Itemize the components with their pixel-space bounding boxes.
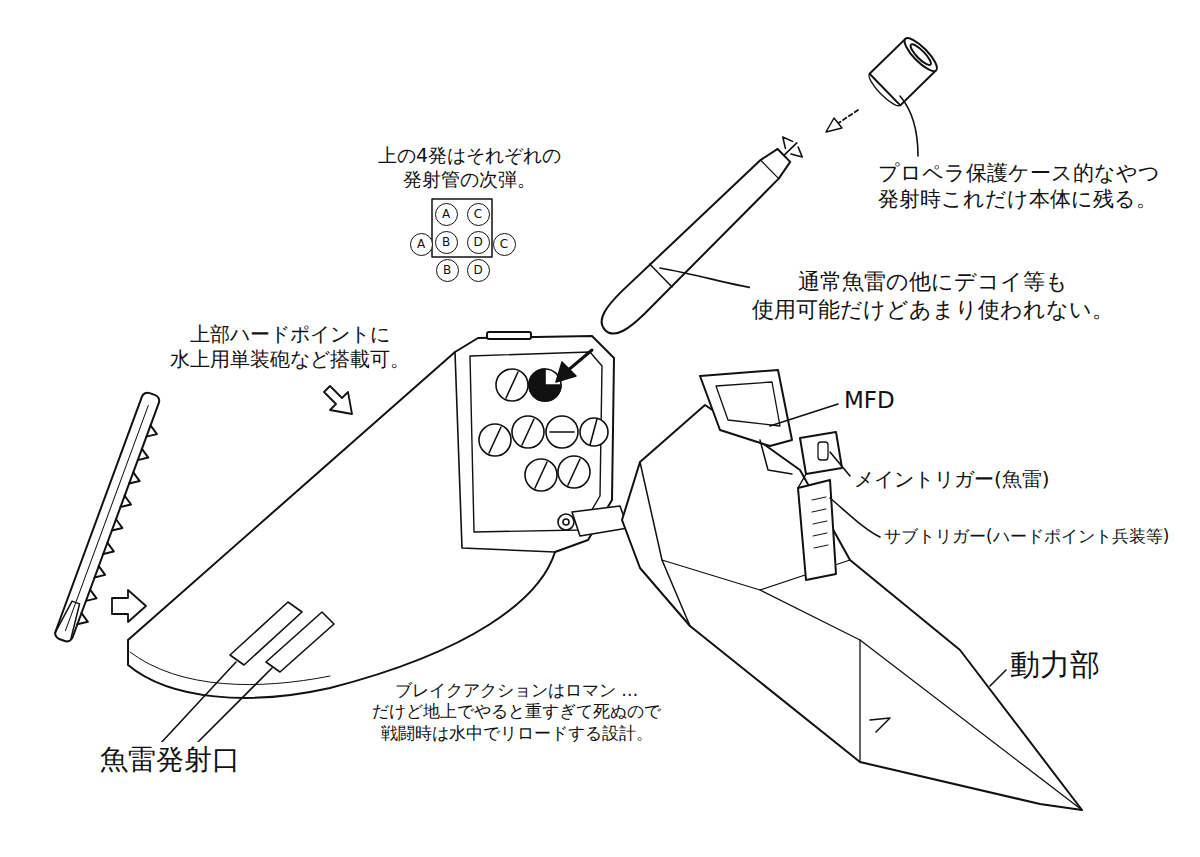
circle-letter: A [442, 208, 450, 220]
letter-circle: B [436, 259, 459, 282]
letter-circle: C [467, 203, 490, 226]
letter-circle: D [467, 259, 490, 282]
note-text: 上の4発はそれぞれの 発射管の次弾。 [376, 144, 563, 192]
hinge [572, 506, 628, 536]
circle-letter: A [417, 238, 425, 250]
circle-letter: D [473, 236, 482, 248]
letter-circle: A [435, 203, 458, 226]
circle-letter: C [500, 238, 508, 250]
circle-letter: C [474, 208, 482, 220]
part-name: メイントリガー(魚雷) [852, 467, 1052, 492]
letter-circle: C [493, 233, 516, 256]
letter-circle: B [435, 231, 458, 254]
part-name: MFD [842, 386, 897, 415]
launcher-body [128, 332, 614, 698]
letter-circle: A [410, 233, 433, 256]
part-name: 魚雷発射口 [98, 742, 242, 777]
part-name: サブトリガー(ハードポイント兵装等) [882, 526, 1171, 547]
rail-part [54, 391, 170, 646]
propeller-case [865, 34, 941, 109]
power-unit [622, 370, 1082, 810]
grid-frame [432, 199, 492, 257]
note-text: プロペラ保護ケース的なやつ 発射時これだけ本体に残る。 [876, 160, 1162, 213]
note-text: 上部ハードポイントに 水上用単装砲など搭載可。 [168, 322, 412, 372]
hollow-arrow [112, 590, 146, 622]
circle-letter: B [443, 264, 451, 276]
letter-circle: D [467, 231, 490, 254]
note-text: ブレイクアクションはロマン …だけど地上でやると重すぎて死ぬので 戦闘時は水中で… [370, 680, 663, 744]
hollow-arrow [324, 386, 352, 414]
circle-letter: B [442, 236, 450, 248]
note-text: 通常魚雷の他にデコイ等も 使用可能だけどあまり使われない。 [750, 268, 1116, 323]
part-name: 動力部 [1008, 646, 1102, 684]
circle-letter: D [473, 264, 482, 276]
